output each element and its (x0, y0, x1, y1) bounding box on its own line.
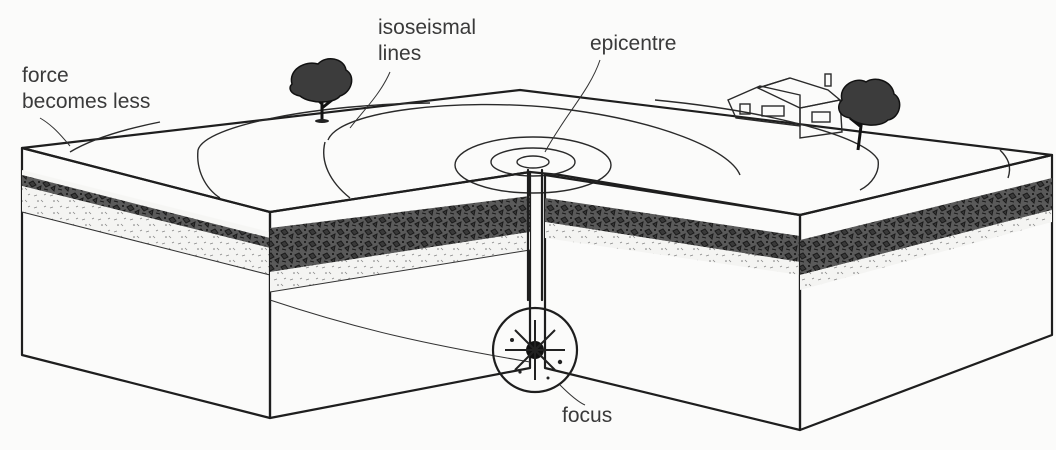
label-epicentre: epicentre (590, 32, 676, 55)
label-becomes-less: becomes less (22, 90, 150, 113)
house (728, 74, 842, 138)
label-focus: focus (562, 404, 612, 427)
label-isoseismal: isoseismal (378, 16, 476, 39)
label-lines: lines (378, 42, 421, 65)
label-force: force (22, 64, 69, 87)
